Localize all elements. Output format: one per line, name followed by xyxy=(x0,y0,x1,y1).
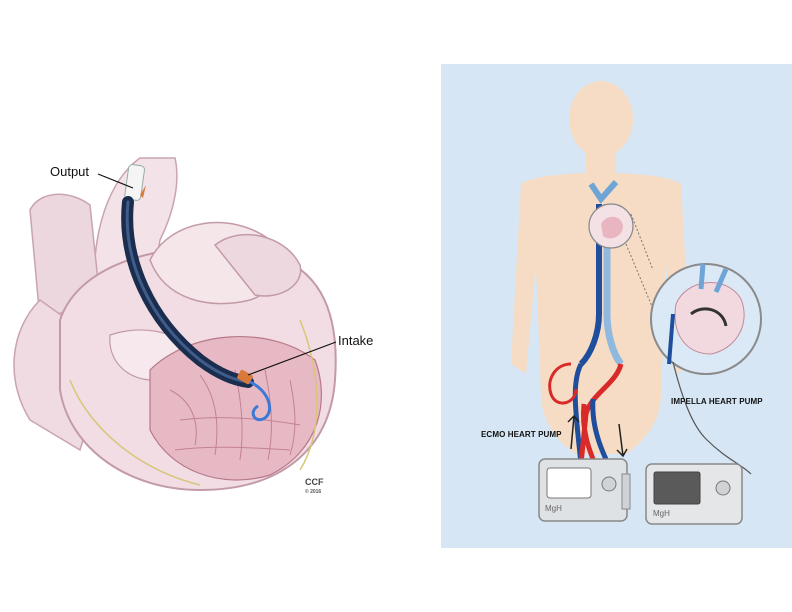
head xyxy=(569,81,633,157)
body-illustration xyxy=(511,81,762,525)
output-leader-line xyxy=(97,173,134,189)
heart-illustration-panel: Output Intake CCF © 2016 xyxy=(0,150,400,510)
ccf-year: © 2016 xyxy=(305,489,322,495)
impella-device-logo: MgH xyxy=(653,509,670,518)
ecmo-machine xyxy=(538,458,631,522)
impella-label: IMPELLA HEART PUMP xyxy=(671,397,763,406)
circulatory-support-panel: IMPELLA HEART PUMP ECMO HEART PUMP MgH M… xyxy=(441,64,792,548)
heart-illustration xyxy=(13,157,337,492)
output-label: Output xyxy=(50,164,90,179)
ecmo-label: ECMO HEART PUMP xyxy=(481,430,562,439)
intake-label: Intake xyxy=(338,333,374,348)
intake-leader-line xyxy=(247,341,337,376)
ecmo-device-logo: MgH xyxy=(545,504,562,513)
ccf-credit: CCF xyxy=(305,477,324,487)
impella-console xyxy=(645,463,743,525)
